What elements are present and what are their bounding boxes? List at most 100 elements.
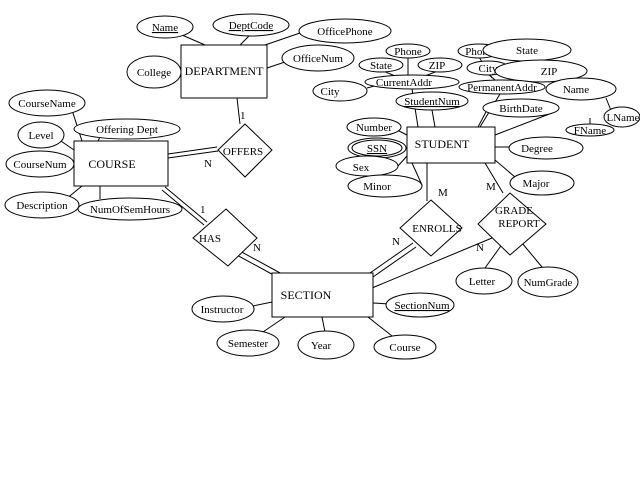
entity-student: STUDENT: [406, 126, 496, 164]
cardinality-dept-offers: 1: [240, 110, 246, 122]
svg-text:CourseNum: CourseNum: [13, 159, 67, 171]
attribute-offering-dept: Offering Dept: [73, 118, 181, 140]
attribute-course-name: CourseName: [8, 89, 86, 117]
svg-text:Description: Description: [16, 200, 68, 212]
svg-text:Name: Name: [152, 22, 178, 34]
svg-text:Letter: Letter: [469, 276, 496, 288]
relationship-grade-label: GRADE: [495, 205, 533, 217]
attribute-student-num: StudentNum: [395, 91, 469, 111]
relationship-has-label: HAS: [199, 233, 221, 245]
svg-text:Degree: Degree: [521, 143, 553, 155]
attribute-instructor: Instructor: [191, 295, 255, 323]
attribute-cur-phone: Phone: [385, 43, 431, 59]
attribute-lname: LName: [603, 106, 640, 128]
attribute-current-addr: CurrentAddr: [364, 74, 460, 90]
attribute-ssn: SSN: [347, 137, 407, 159]
svg-text:Course: Course: [389, 342, 420, 354]
attribute-description: Description: [4, 191, 80, 219]
attribute-perm-state: State: [482, 38, 572, 62]
attribute-number: Number: [346, 117, 402, 137]
relationship-offers: OFFERS: [217, 123, 273, 178]
svg-text:LName: LName: [607, 112, 640, 124]
svg-text:State: State: [516, 45, 538, 57]
cardinality-enrolls-section: N: [392, 236, 400, 248]
attribute-letter: Letter: [455, 267, 513, 295]
svg-text:StudentNum: StudentNum: [404, 96, 460, 108]
svg-text:NumOfSemHours: NumOfSemHours: [90, 204, 170, 216]
svg-text:Level: Level: [28, 130, 53, 142]
svg-text:College: College: [137, 67, 171, 79]
svg-text:Year: Year: [311, 340, 332, 352]
entity-course: COURSE: [73, 140, 169, 187]
attribute-dept-code: DeptCode: [212, 13, 290, 37]
svg-text:Number: Number: [356, 122, 392, 134]
attribute-perm-zip: ZIP: [494, 59, 588, 83]
svg-text:FName: FName: [574, 125, 607, 137]
svg-text:CourseName: CourseName: [18, 98, 76, 110]
svg-text:Minor: Minor: [363, 181, 391, 193]
cardinality-course-has: 1: [200, 204, 206, 216]
svg-text:Phone: Phone: [394, 46, 422, 58]
attribute-permanent-addr: PermanentAddr: [458, 79, 546, 95]
attribute-student-name: Name: [545, 77, 617, 101]
svg-text:Instructor: Instructor: [201, 304, 244, 316]
relationship-offers-label: OFFERS: [223, 146, 263, 158]
attribute-minor: Minor: [347, 174, 423, 198]
attribute-cur-state: State: [358, 57, 404, 73]
attribute-birth-date: BirthDate: [482, 98, 560, 118]
svg-text:ZIP: ZIP: [429, 60, 446, 72]
attribute-office-num: OfficeNum: [281, 44, 355, 72]
cardinality-offers-course: N: [204, 158, 212, 170]
attribute-sec-course: Course: [373, 334, 437, 360]
cardinality-labels: 1 N 1 N M N M N: [200, 110, 496, 254]
relationship-grade-report: GRADE REPORT: [477, 192, 547, 256]
attribute-level: Level: [17, 121, 65, 149]
cardinality-student-grade: M: [486, 181, 496, 193]
relationship-enrolls-label: ENROLLS: [412, 223, 462, 235]
svg-text:PermanentAddr: PermanentAddr: [467, 82, 537, 94]
svg-text:Sex: Sex: [353, 162, 370, 174]
attribute-sex: Sex: [335, 155, 399, 177]
attribute-year: Year: [297, 330, 355, 360]
svg-text:ZIP: ZIP: [541, 66, 558, 78]
attribute-semester: Semester: [216, 329, 280, 357]
attribute-cur-city: City: [312, 80, 368, 102]
entity-department: DEPARTMENT: [180, 44, 268, 99]
attribute-cur-zip: ZIP: [417, 57, 463, 73]
attribute-office-phone: OfficePhone: [298, 18, 392, 44]
cardinality-grade-section: N: [476, 242, 484, 254]
attribute-major: Major: [509, 170, 575, 196]
entity-section-label: SECTION: [281, 288, 332, 302]
entity-section: SECTION: [271, 272, 374, 318]
entity-student-label: STUDENT: [415, 137, 470, 151]
attribute-course-num: CourseNum: [5, 150, 75, 178]
svg-text:Name: Name: [563, 84, 589, 96]
svg-text:OfficeNum: OfficeNum: [293, 53, 343, 65]
attribute-section-num: SectionNum: [385, 292, 455, 318]
attribute-fname: FName: [565, 123, 615, 137]
svg-text:Semester: Semester: [228, 338, 269, 350]
entity-course-label: COURSE: [88, 157, 135, 171]
svg-text:City: City: [479, 63, 498, 75]
svg-text:NumGrade: NumGrade: [524, 277, 573, 289]
svg-text:BirthDate: BirthDate: [499, 103, 542, 115]
svg-text:Major: Major: [523, 178, 550, 190]
attribute-degree: Degree: [508, 136, 584, 160]
svg-text:SectionNum: SectionNum: [395, 300, 450, 312]
relationship-enrolls: ENROLLS: [399, 199, 463, 257]
svg-text:CurrentAddr: CurrentAddr: [376, 77, 433, 89]
entity-department-label: DEPARTMENT: [185, 64, 265, 78]
svg-text:SSN: SSN: [367, 143, 387, 155]
cardinality-has-section: N: [253, 242, 261, 254]
svg-text:City: City: [321, 86, 340, 98]
svg-text:Offering Dept: Offering Dept: [96, 124, 158, 136]
attribute-num-of-sem-hours: NumOfSemHours: [77, 197, 183, 221]
svg-text:DeptCode: DeptCode: [229, 20, 274, 32]
attribute-college: College: [126, 55, 182, 89]
attribute-dept-name: Name: [136, 15, 194, 39]
cardinality-student-enrolls: M: [438, 187, 448, 199]
svg-text:State: State: [370, 60, 392, 72]
attribute-num-grade: NumGrade: [517, 266, 579, 298]
relationship-has: HAS: [192, 208, 258, 267]
